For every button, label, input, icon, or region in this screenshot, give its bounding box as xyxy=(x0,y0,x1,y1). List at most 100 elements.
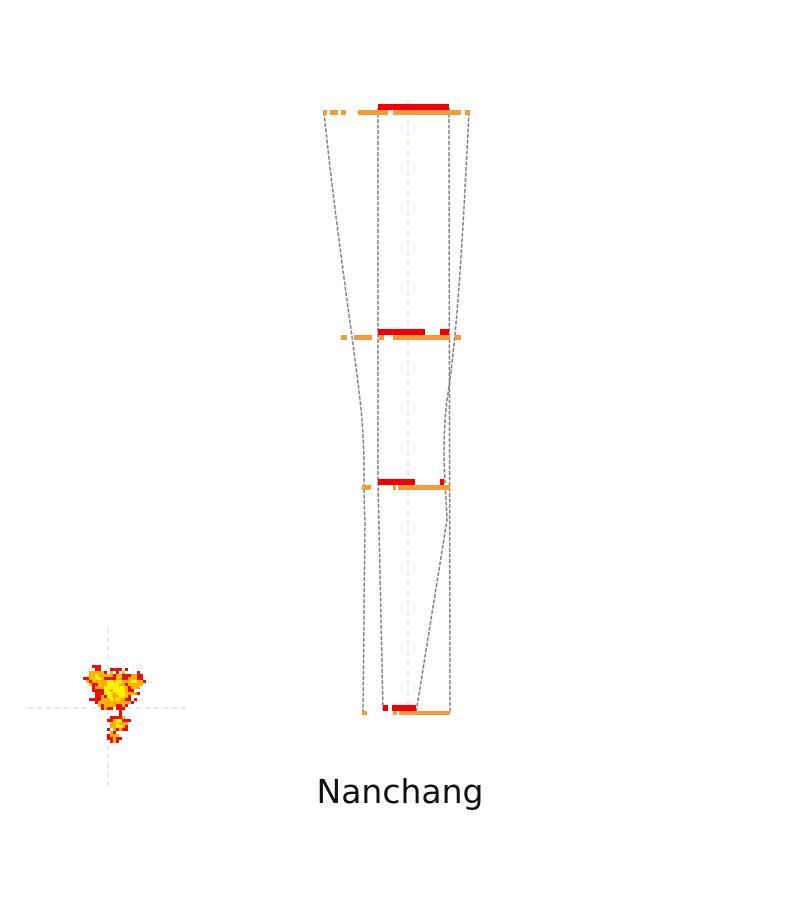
blob-pixel xyxy=(95,671,98,674)
blob-pixel xyxy=(89,671,92,674)
blob-pixel xyxy=(131,692,134,695)
level-4-orange-bar xyxy=(393,711,397,715)
blob-pixel xyxy=(122,683,125,686)
blob-pixel xyxy=(110,716,113,719)
blob-pixel xyxy=(113,728,116,731)
blob-pixel xyxy=(113,686,116,689)
blob-pixel xyxy=(95,689,98,692)
blob-pixel xyxy=(128,683,131,686)
level-4-bars xyxy=(362,705,450,715)
blob-pixel xyxy=(92,686,95,689)
blob-pixel xyxy=(98,671,101,674)
blob-pixel xyxy=(116,689,119,692)
blob-pixel xyxy=(119,716,122,719)
level-1-bars xyxy=(323,104,470,115)
blob-pixel xyxy=(104,671,107,674)
blob-pixel xyxy=(122,728,125,731)
blob-pixel xyxy=(104,698,107,701)
blob-pixel xyxy=(125,677,128,680)
blob-pixel xyxy=(119,683,122,686)
blob-pixel xyxy=(116,728,119,731)
blob-pixel xyxy=(110,680,113,683)
level-2-orange-bar xyxy=(379,335,384,340)
level-1-orange-bar xyxy=(358,110,388,115)
blob-pixel xyxy=(107,737,110,740)
blob-pixel xyxy=(107,728,110,731)
blob-pixel xyxy=(113,668,116,671)
level-1-orange-bar xyxy=(393,110,461,115)
blob-pixel xyxy=(101,686,104,689)
blob-pixel xyxy=(128,689,131,692)
blob-pixel xyxy=(122,671,125,674)
blob-pixel xyxy=(125,728,128,731)
blob-pixel xyxy=(98,683,101,686)
blob-pixel xyxy=(86,680,89,683)
blob-pixel xyxy=(101,704,104,707)
blob-pixel xyxy=(122,707,125,710)
blob-pixel xyxy=(89,674,92,677)
blob-pixel xyxy=(137,674,140,677)
blob-pixel xyxy=(110,731,113,734)
blob-pixel xyxy=(128,686,131,689)
blob-pixel xyxy=(125,719,128,722)
level-3-bars xyxy=(362,479,450,490)
blob-pixel xyxy=(107,677,110,680)
blob-pixel xyxy=(131,686,134,689)
blob-pixel xyxy=(119,689,122,692)
blob-pixel xyxy=(98,701,101,704)
blob-pixel xyxy=(110,668,113,671)
blob-pixel xyxy=(113,674,116,677)
blob-pixel xyxy=(101,671,104,674)
blob-pixel xyxy=(119,719,122,722)
blob-pixel xyxy=(95,686,98,689)
blob-pixel xyxy=(116,686,119,689)
blob-pixel xyxy=(98,692,101,695)
blob-pixel xyxy=(107,680,110,683)
level-2-orange-bar xyxy=(393,335,450,340)
blob-pixel xyxy=(110,734,113,737)
blob-pixel xyxy=(110,707,113,710)
blob-pixel xyxy=(92,689,95,692)
blob-pixel xyxy=(110,695,113,698)
blob-pixel xyxy=(98,686,101,689)
blob-pixel xyxy=(134,686,137,689)
blob-pixel xyxy=(119,737,122,740)
blob-pixel xyxy=(119,728,122,731)
blob-pixel xyxy=(137,692,140,695)
blob-pixel xyxy=(95,692,98,695)
blob-pixel xyxy=(125,683,128,686)
blob-pixel xyxy=(137,671,140,674)
blob-pixel xyxy=(92,677,95,680)
blob-pixel xyxy=(110,698,113,701)
blob-pixel xyxy=(113,680,116,683)
blob-pixel xyxy=(113,722,116,725)
blob-pixel xyxy=(113,740,116,743)
blob-pixel xyxy=(122,725,125,728)
blob-pixel xyxy=(89,677,92,680)
blob-pixel xyxy=(92,674,95,677)
blob-pixel xyxy=(140,677,143,680)
blob-pixel xyxy=(122,692,125,695)
blob-pixel xyxy=(110,671,113,674)
blob-pixel xyxy=(116,683,119,686)
blob-pixel xyxy=(122,704,125,707)
level-2-red-bar xyxy=(378,329,425,335)
blob-pixel xyxy=(110,737,113,740)
blob-pixel xyxy=(110,686,113,689)
blob-pixel xyxy=(128,674,131,677)
blob-pixel xyxy=(107,698,110,701)
blob-pixel xyxy=(110,722,113,725)
blob-pixel xyxy=(119,701,122,704)
level-3-red-bar xyxy=(378,479,415,485)
blob-pixel xyxy=(116,695,119,698)
blob-pixel xyxy=(110,674,113,677)
level-1-orange-bar xyxy=(341,110,346,115)
blob-pixel xyxy=(119,686,122,689)
level-3-orange-bar xyxy=(362,485,371,490)
blob-pixel xyxy=(116,740,119,743)
blob-pixel xyxy=(119,707,122,710)
blob-pixel xyxy=(122,689,125,692)
blob-pixel xyxy=(107,683,110,686)
blob-pixel xyxy=(107,695,110,698)
